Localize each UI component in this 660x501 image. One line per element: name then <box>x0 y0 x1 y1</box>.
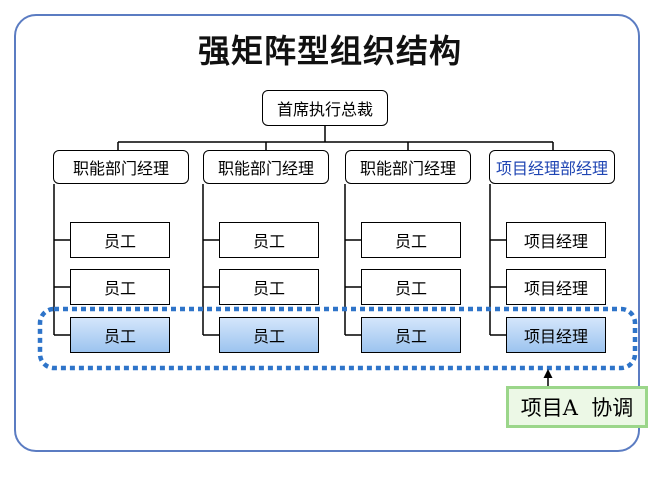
staff-label: 员工 <box>394 279 427 298</box>
dept-2-staff-1: 员工 <box>219 222 319 258</box>
project-a-label: 项目A 协调 <box>520 396 634 420</box>
dept-3-label: 职能部门经理 <box>359 159 456 178</box>
staff-label: 员工 <box>394 232 427 251</box>
project-a-coordination-box: 项目A 协调 <box>506 386 648 428</box>
staff-label: 员工 <box>103 327 136 346</box>
dept-2-label: 职能部门经理 <box>217 159 314 178</box>
dept-1-header: 职能部门经理 <box>53 150 189 184</box>
dept-4-pm-2: 项目经理 <box>506 269 606 305</box>
dept-4-header: 项目经理部经理 <box>489 150 615 184</box>
dept-3-staff-3-highlighted: 员工 <box>361 317 461 353</box>
dept-1-label: 职能部门经理 <box>72 159 169 178</box>
staff-label: 员工 <box>394 327 427 346</box>
dept-3-staff-2: 员工 <box>361 269 461 305</box>
ceo-box: 首席执行总裁 <box>262 90 388 126</box>
dept-2-header: 职能部门经理 <box>203 150 329 184</box>
project-dotted-outline <box>37 306 638 371</box>
dept-1-staff-3-highlighted: 员工 <box>70 317 170 353</box>
dept-1-staff-2: 员工 <box>70 269 170 305</box>
dept-4-label: 项目经理部经理 <box>495 159 608 178</box>
staff-label: 员工 <box>252 327 285 346</box>
dept-1-staff-1: 员工 <box>70 222 170 258</box>
staff-label: 员工 <box>252 279 285 298</box>
staff-label: 员工 <box>103 279 136 298</box>
dept-4-pm-1: 项目经理 <box>506 222 606 258</box>
dept-2-staff-2: 员工 <box>219 269 319 305</box>
dept-3-header: 职能部门经理 <box>345 150 471 184</box>
staff-label: 员工 <box>252 232 285 251</box>
dept-2-staff-3-highlighted: 员工 <box>219 317 319 353</box>
dept-3-staff-1: 员工 <box>361 222 461 258</box>
ceo-label: 首席执行总裁 <box>276 100 373 119</box>
arrow-head <box>543 369 553 378</box>
pm-label: 项目经理 <box>523 279 588 298</box>
dept-4-pm-3-highlighted: 项目经理 <box>506 317 606 353</box>
staff-label: 员工 <box>103 232 136 251</box>
pm-label: 项目经理 <box>523 327 588 346</box>
diagram-title: 强矩阵型组织结构 <box>197 32 462 70</box>
pm-label: 项目经理 <box>523 232 588 251</box>
